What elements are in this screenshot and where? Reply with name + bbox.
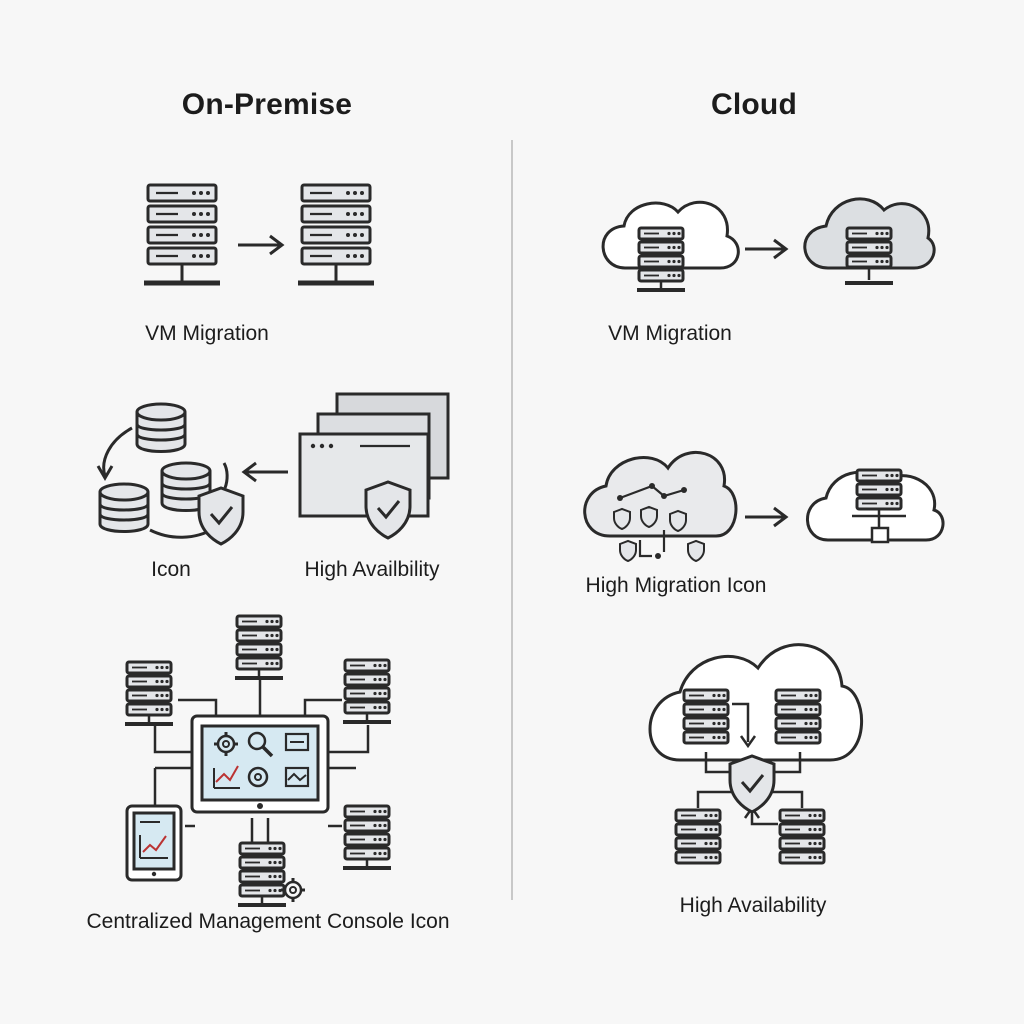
high-availability-label-cloud: High Availability [679,894,827,917]
cloud-icon [648,643,863,762]
shield-check-icon [728,754,776,814]
search-icon [247,731,274,758]
server-rack-icon [144,185,220,283]
column-divider [511,140,513,900]
tablet-chart-icon [125,804,183,882]
image-icon [284,766,310,788]
icon-label: Icon [151,558,191,581]
arrow-right-icon [238,234,285,256]
network-nodes-icon [617,483,687,559]
sync-icon [247,766,269,788]
server-rack-icon [852,468,906,544]
shield-check-icon [197,486,245,546]
database-icon [98,402,212,533]
shield-check-icon [364,480,412,540]
console-label: Centralized Management Console Icon [86,910,450,933]
server-rack-icon [845,226,893,285]
arrow-left-icon [241,461,288,483]
on-premise-heading: On-Premise [181,88,353,121]
monitor-icon [190,714,330,814]
gear-icon [214,732,238,756]
browser-window-icon [298,392,450,518]
settings-panel-icon [284,732,310,752]
connector-lines [153,680,370,842]
vm-migration-label-cloud: VM Migration [608,322,732,345]
server-rack-icon [298,185,374,283]
chart-icon [213,765,240,789]
server-rack-icon [637,228,685,290]
high-availability-label-onprem: High Availbility [304,558,440,581]
cloud-heading: Cloud [711,88,797,121]
vm-migration-label-onprem: VM Migration [145,322,269,345]
high-migration-label: High Migration Icon [585,574,767,597]
gear-icon [281,878,305,902]
arrow-right-icon [745,238,789,260]
arrow-right-icon [745,506,789,528]
